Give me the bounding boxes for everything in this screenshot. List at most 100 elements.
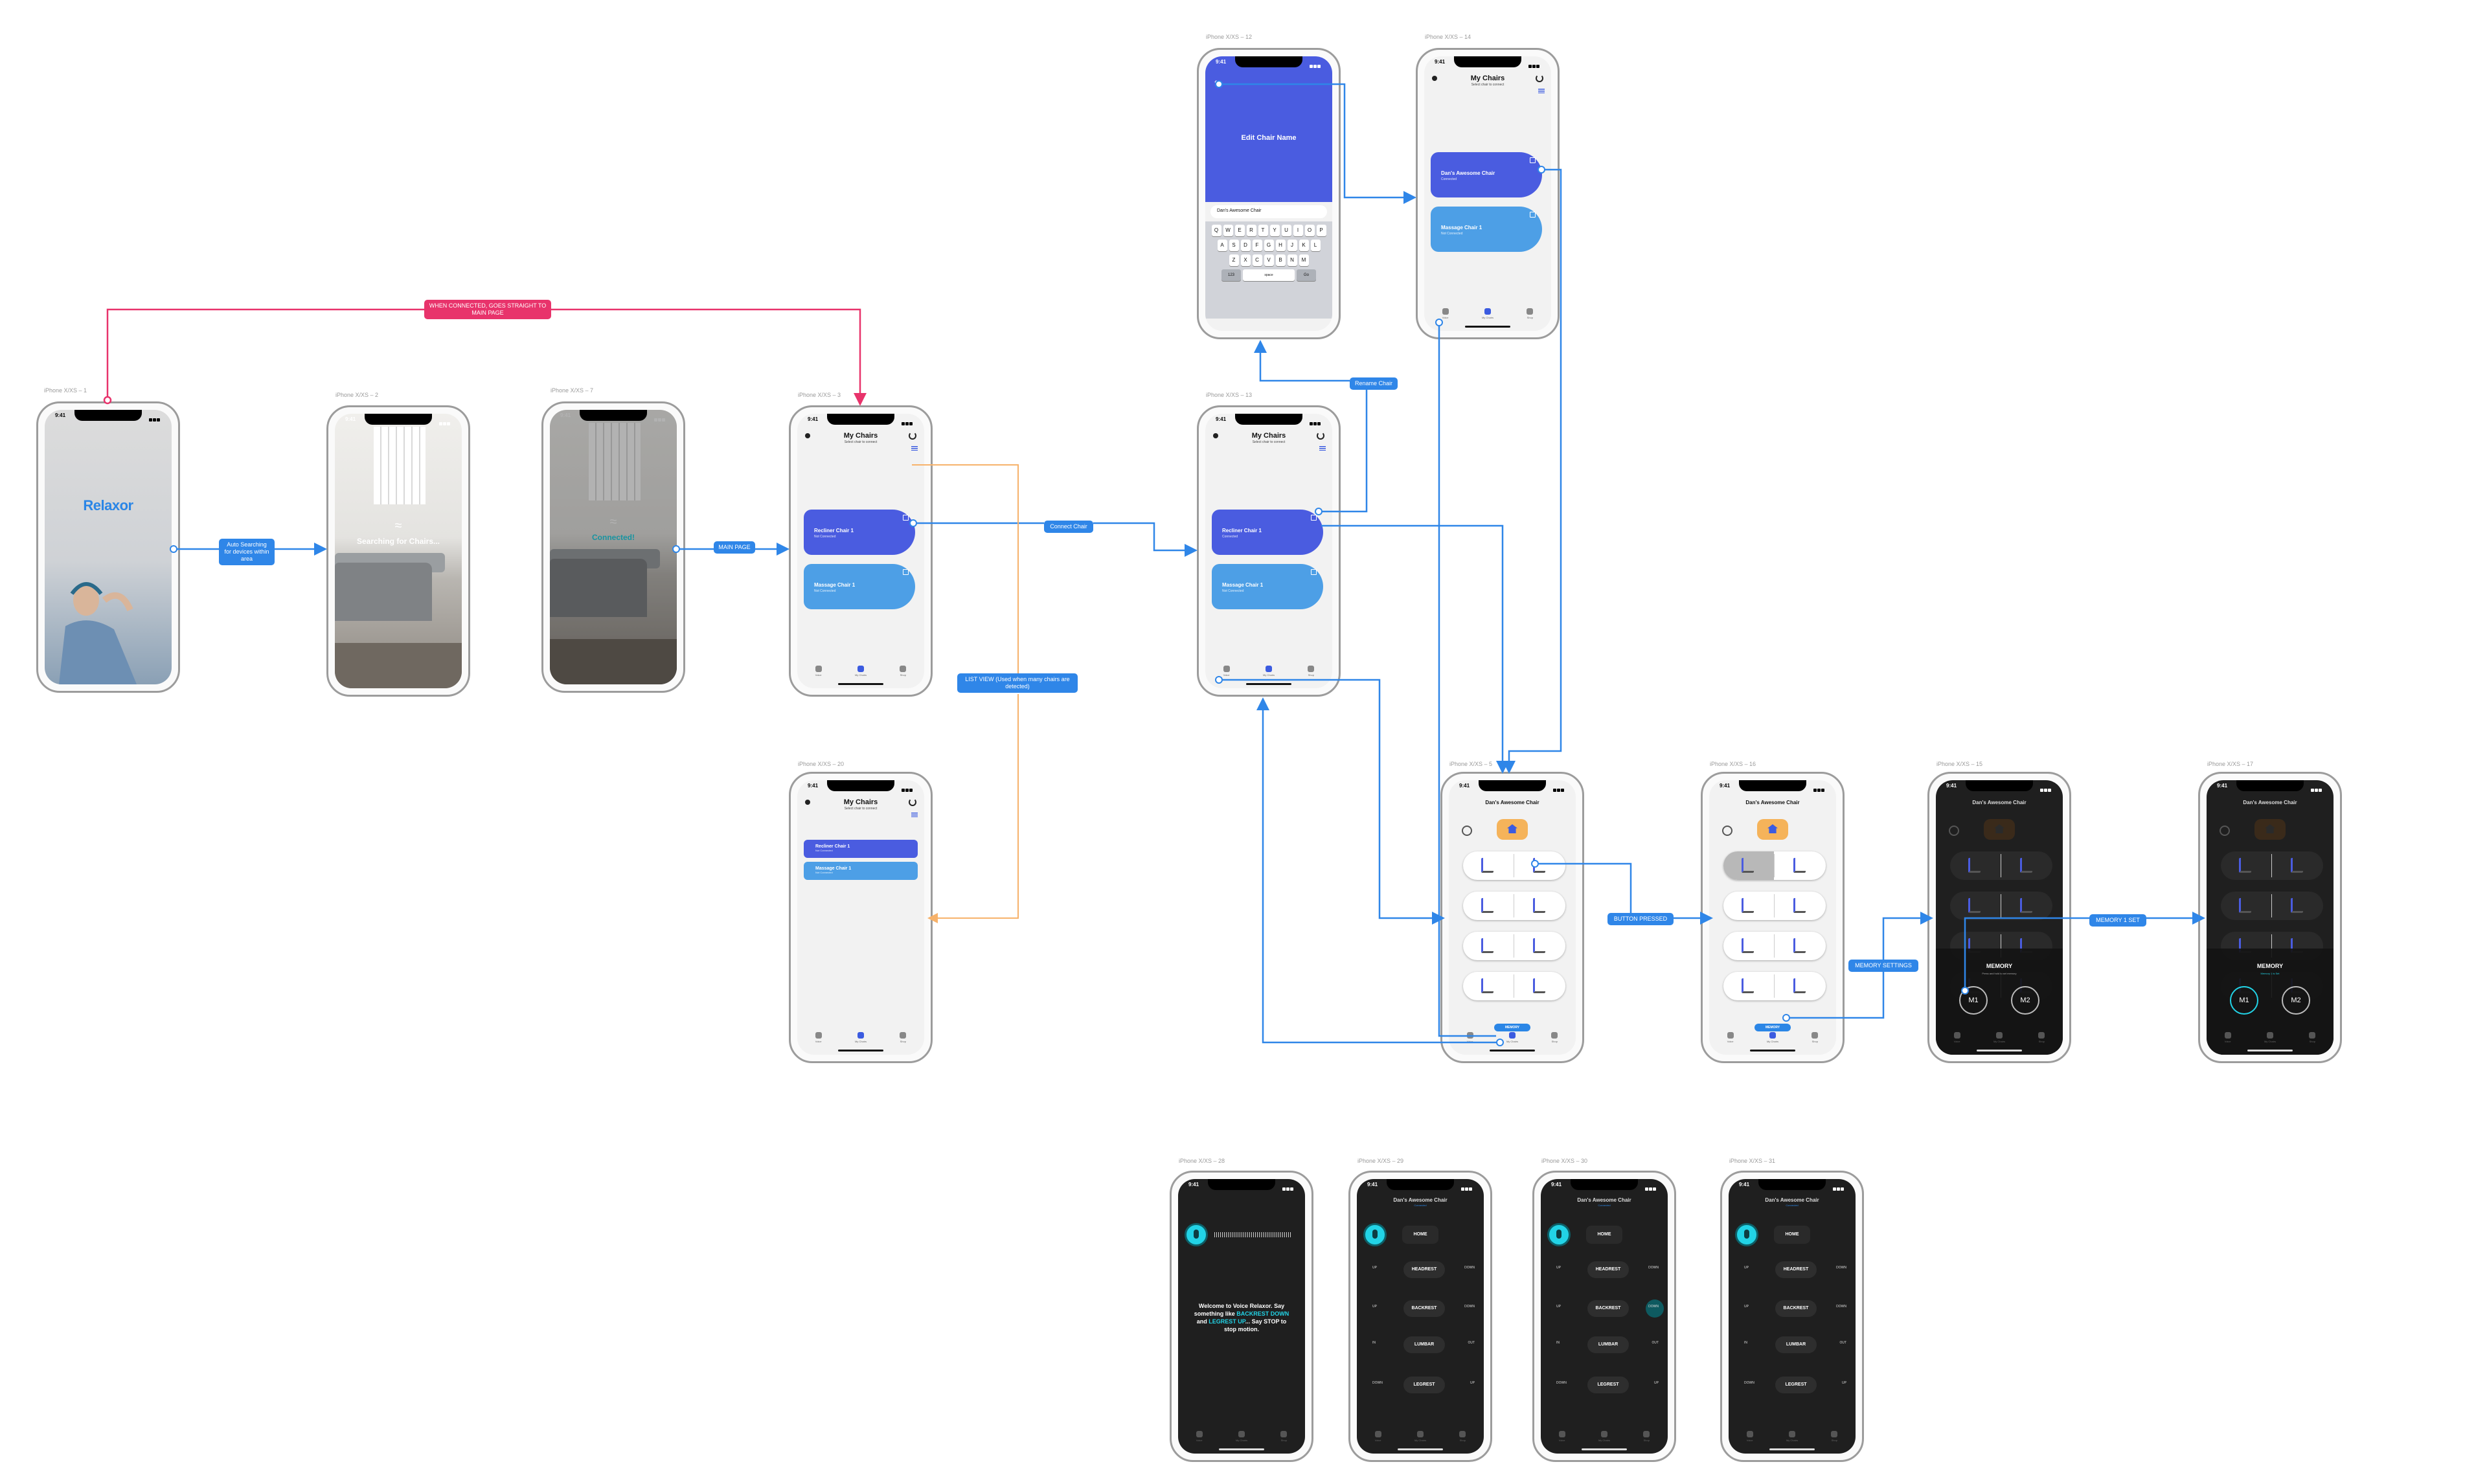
key-letter[interactable]: O <box>1304 225 1315 236</box>
motion-right-label[interactable]: UP <box>1842 1381 1846 1385</box>
key-letter[interactable]: B <box>1275 254 1286 266</box>
tab-chairs[interactable]: My Chairs <box>1988 1031 2010 1043</box>
key-letter[interactable]: V <box>1264 254 1274 266</box>
key-letter[interactable]: Z <box>1229 254 1239 266</box>
memory-2-button[interactable]: M2 <box>2282 986 2310 1015</box>
tab-voice[interactable]: Voice <box>1216 665 1238 677</box>
gear-icon[interactable] <box>805 800 810 805</box>
tab-shop[interactable]: Shop <box>1635 1430 1657 1442</box>
key-letter[interactable]: Q <box>1211 225 1221 236</box>
home-button[interactable] <box>1757 819 1788 840</box>
tab-chairs[interactable]: My Chairs <box>1781 1430 1803 1442</box>
key-go[interactable]: Go <box>1297 269 1316 281</box>
tab-voice[interactable]: Voice <box>1367 1430 1389 1442</box>
home-button[interactable]: HOME <box>1402 1226 1438 1244</box>
tab-voice[interactable]: Voice <box>1459 1031 1481 1043</box>
microphone-icon[interactable] <box>1185 1223 1208 1246</box>
motion-left-label[interactable]: UP <box>1556 1266 1561 1270</box>
motion-left-label[interactable]: UP <box>1744 1305 1749 1309</box>
tab-my-chairs[interactable]: My Chairs <box>1258 665 1280 677</box>
key-letter[interactable]: C <box>1252 254 1262 266</box>
key-letter[interactable]: N <box>1287 254 1297 266</box>
edit-icon[interactable] <box>1311 569 1317 575</box>
home-button[interactable] <box>1984 819 2015 840</box>
tab-my-chairs[interactable]: My Chairs <box>850 1031 872 1043</box>
microphone-icon[interactable] <box>1363 1223 1387 1246</box>
microphone-icon[interactable] <box>1547 1223 1571 1246</box>
key-letter[interactable]: D <box>1240 240 1251 251</box>
tab-shop[interactable]: Shop <box>2030 1031 2052 1043</box>
position-control-row[interactable] <box>1950 851 2052 880</box>
motion-right-label[interactable]: UP <box>1654 1381 1659 1385</box>
power-icon[interactable] <box>1462 826 1472 836</box>
memory-1-button[interactable]: M1 <box>2230 986 2258 1015</box>
tab-chairs[interactable]: My Chairs <box>1762 1031 1784 1043</box>
motion-right-label[interactable]: DOWN <box>1464 1305 1475 1309</box>
key-letter[interactable]: L <box>1310 240 1321 251</box>
edit-icon[interactable] <box>1530 212 1536 218</box>
key-letter[interactable]: E <box>1234 225 1245 236</box>
tab-shop[interactable]: Shop <box>1273 1430 1295 1442</box>
tab-chairs[interactable]: My Chairs <box>1593 1430 1615 1442</box>
motion-left-label[interactable]: UP <box>1744 1266 1749 1270</box>
edit-icon[interactable] <box>903 569 909 575</box>
tab-chairs[interactable]: My Chairs <box>1231 1430 1253 1442</box>
gear-icon[interactable] <box>1432 76 1437 81</box>
tab-voice[interactable]: Voice <box>808 1031 830 1043</box>
motion-right-label[interactable]: OUT <box>1468 1341 1475 1345</box>
refresh-icon[interactable] <box>1536 74 1543 82</box>
motion-left-label[interactable]: DOWN <box>1744 1381 1755 1385</box>
memory-button[interactable]: MEMORY <box>1494 1024 1530 1031</box>
key-letter[interactable]: F <box>1252 240 1262 251</box>
position-control-row[interactable] <box>1950 892 2052 920</box>
list-view-icon[interactable] <box>911 446 918 451</box>
key-letter[interactable]: M <box>1299 254 1309 266</box>
key-letter[interactable]: U <box>1281 225 1291 236</box>
tab-voice[interactable]: Voice <box>1946 1031 1968 1043</box>
position-control-row[interactable] <box>1463 972 1565 1000</box>
tab-shop[interactable]: Shop <box>892 1031 914 1043</box>
tab-chairs[interactable]: My Chairs <box>1501 1031 1523 1043</box>
position-control-row[interactable] <box>1723 932 1826 960</box>
motion-right-label[interactable]: DOWN <box>1836 1305 1846 1309</box>
home-button[interactable] <box>1497 819 1528 840</box>
key-numbers[interactable]: 123 <box>1221 269 1241 281</box>
gear-icon[interactable] <box>1213 433 1218 438</box>
back-chevron-icon[interactable]: ‹ <box>1214 77 1217 86</box>
list-view-icon[interactable] <box>1538 89 1545 93</box>
tab-voice[interactable]: Voice <box>1720 1031 1742 1043</box>
key-letter[interactable]: H <box>1275 240 1286 251</box>
motion-right-label[interactable]: OUT <box>1839 1341 1846 1345</box>
home-button[interactable]: HOME <box>1774 1226 1810 1244</box>
list-view-icon[interactable] <box>1319 446 1326 451</box>
tab-voice[interactable]: Voice <box>808 665 830 677</box>
power-icon[interactable] <box>2220 826 2230 836</box>
position-control-row[interactable] <box>1463 892 1565 920</box>
chair-card-massage[interactable]: Massage Chair 1 Not Connected <box>804 564 915 609</box>
tab-voice[interactable]: Voice <box>1739 1430 1761 1442</box>
edit-icon[interactable] <box>1311 515 1317 521</box>
key-letter[interactable]: J <box>1287 240 1297 251</box>
tab-voice[interactable]: Voice <box>1188 1430 1210 1442</box>
position-control-row[interactable] <box>2221 851 2323 880</box>
position-control-row[interactable] <box>1723 972 1826 1000</box>
key-letter[interactable]: I <box>1293 225 1303 236</box>
key-letter[interactable]: W <box>1223 225 1233 236</box>
tab-shop[interactable]: Shop <box>2301 1031 2323 1043</box>
motion-left-label[interactable]: IN <box>1556 1341 1560 1345</box>
tab-shop[interactable]: Shop <box>1519 308 1541 319</box>
tab-chairs[interactable]: My Chairs <box>2259 1031 2281 1043</box>
tab-chairs[interactable]: My Chairs <box>1409 1430 1431 1442</box>
chair-list-item-recliner[interactable]: Recliner Chair 1 Not Connected <box>804 840 918 858</box>
position-control-row[interactable] <box>2221 892 2323 920</box>
chair-card-massage[interactable]: Massage Chair 1 Not Connected <box>1431 207 1542 252</box>
edit-icon[interactable] <box>903 515 909 521</box>
motion-right-label[interactable]: DOWN <box>1648 1305 1659 1309</box>
memory-1-button[interactable]: M1 <box>1959 986 1988 1015</box>
key-letter[interactable]: R <box>1246 225 1256 236</box>
key-letter[interactable]: K <box>1299 240 1309 251</box>
position-control-row[interactable] <box>1723 851 1826 880</box>
memory-button[interactable]: MEMORY <box>1755 1024 1791 1031</box>
home-button[interactable]: HOME <box>1586 1226 1622 1244</box>
refresh-icon[interactable] <box>909 432 916 440</box>
